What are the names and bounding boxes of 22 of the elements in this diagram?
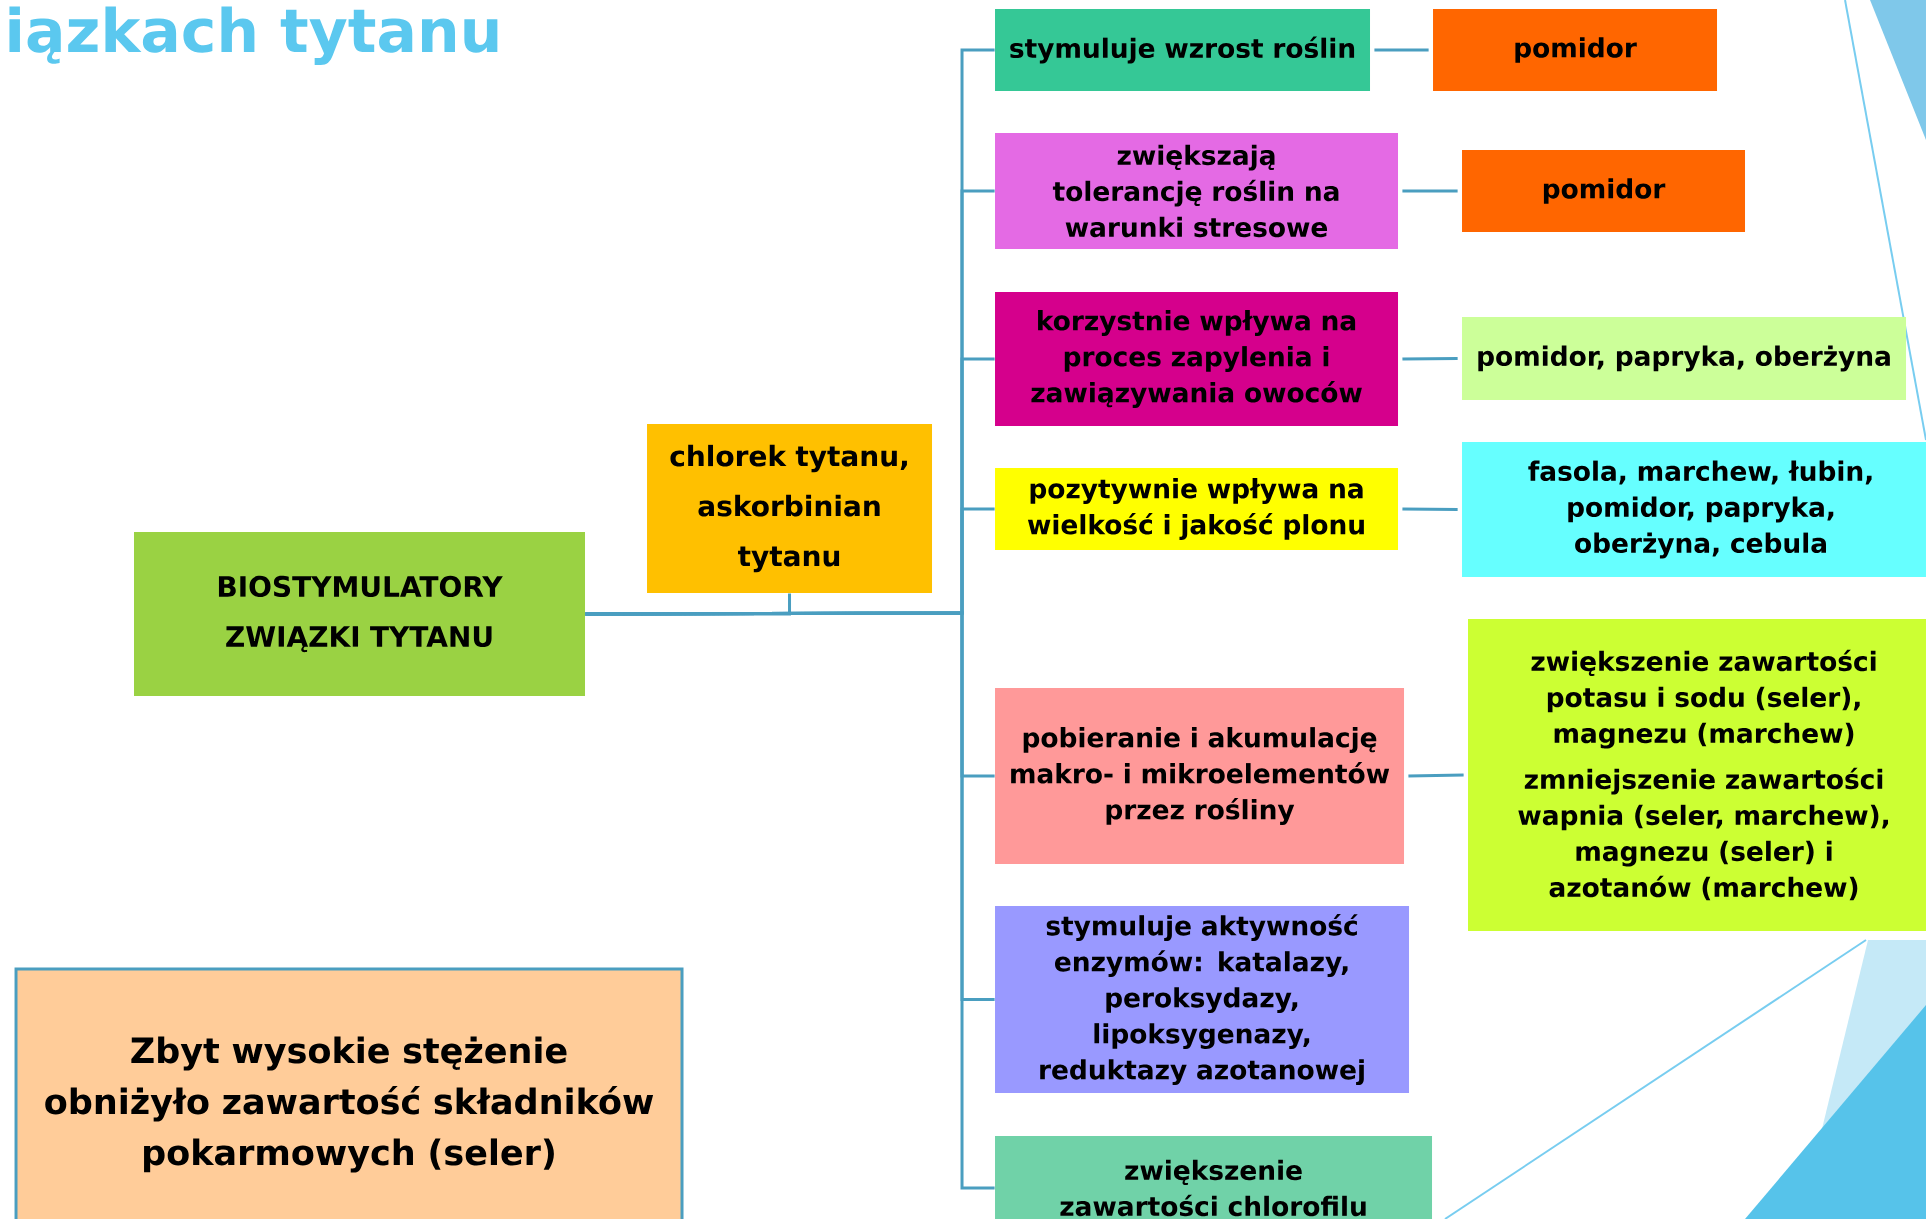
connector-line bbox=[1374, 48, 1429, 52]
category-box: zwiększenie zawartości chlorofilu bbox=[995, 1136, 1432, 1219]
connector-line bbox=[1402, 357, 1458, 361]
category-box: stymuluje wzrost roślin bbox=[995, 9, 1370, 91]
category-box: korzystnie wpływa na proces zapylenia i zawiązywania owoców bbox=[995, 292, 1398, 426]
category-box: pomidor, papryka, oberżyna bbox=[1462, 317, 1906, 400]
category-box: pobieranie i akumulację makro- i mikroelementów przez rośliny bbox=[995, 688, 1404, 864]
category-box: zwiększają tolerancję roślin na warunki stresowe bbox=[995, 133, 1398, 249]
topic-box: BIOSTYMULATORY ZWIĄZKI TYTANU bbox=[134, 532, 585, 696]
note-box: Zbyt wysokie stężenie obniżyło zawartość składników pokarmowych (seler) bbox=[14, 967, 684, 1219]
category-box: pomidor bbox=[1462, 150, 1745, 232]
title: iązkach tytanu bbox=[9, 6, 498, 65]
connector-line bbox=[585, 611, 995, 1190]
category-box: pozytywnie wpływa na wielkość i jakość plonu bbox=[995, 468, 1398, 550]
connector-line bbox=[1402, 189, 1458, 193]
topic-box: chlorek tytanu, askorbinian tytanu bbox=[647, 424, 932, 593]
category-box: pomidor bbox=[1433, 9, 1717, 91]
category-box: zwiększenie zawartości potasu i sodu (seler), magnezu (marchew) zmniejszenie zawartości wapnia (seler, marchew), magnezu (seler) i azotanów (marchew) bbox=[1468, 619, 1926, 931]
connector-line bbox=[1408, 773, 1464, 778]
category-box: stymuluje aktywność enzymów: katalazy, peroksydazy, lipoksygenazy, reduktazy azotanowej bbox=[995, 906, 1409, 1093]
connector-line bbox=[1402, 507, 1458, 511]
category-box: fasola, marchew, łubin, pomidor, papryka, oberżyna, cebula bbox=[1462, 442, 1926, 577]
